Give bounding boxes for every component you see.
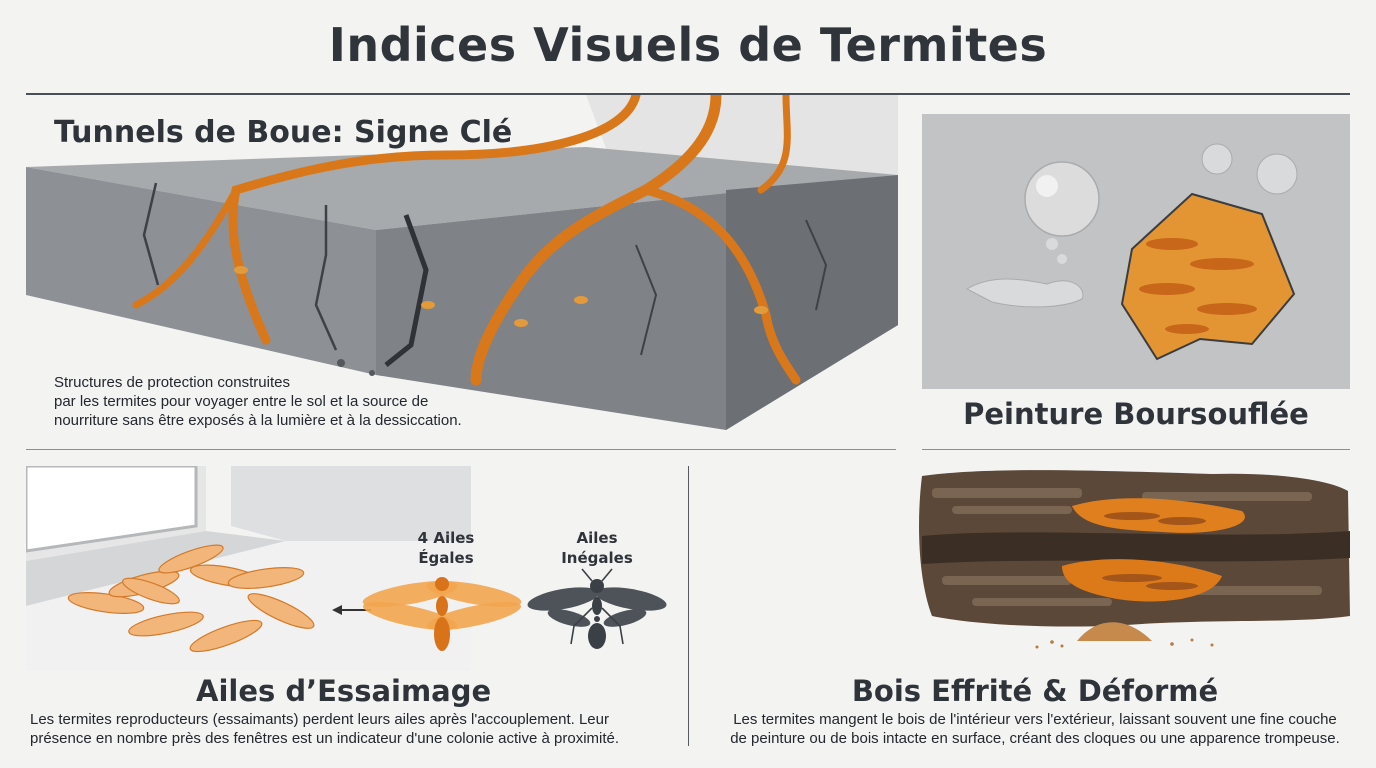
- desc-damaged-wood-line2: de peinture ou de bois intacte en surfac…: [730, 730, 1340, 747]
- desc-damaged-wood: Les termites mangent le bois de l'intéri…: [700, 710, 1370, 748]
- desc-swarm-wings: Les termites reproducteurs (essaimants) …: [30, 710, 680, 748]
- panel-swarm-wings: 4 Ailes Égales Ailes Inégales: [26, 466, 686, 671]
- title-divider: [26, 93, 1350, 95]
- desc-mud-tunnels-line1: Structures de protection construites: [54, 374, 290, 391]
- arrow-left-icon: [332, 605, 371, 615]
- desc-damaged-wood-line1: Les termites mangent le bois de l'intéri…: [733, 711, 1337, 728]
- label-unequal-wings-line1: Ailes: [576, 529, 618, 547]
- label-equal-wings: 4 Ailes Égales: [401, 528, 491, 568]
- heading-swarm-wings: Ailes d’Essaimage: [196, 674, 492, 708]
- label-unequal-wings-line2: Inégales: [561, 549, 633, 567]
- heading-damaged-wood: Bois Effrité & Déformé: [851, 674, 1219, 708]
- desc-mud-tunnels-line3: nourriture sans être exposés à la lumièr…: [54, 412, 462, 429]
- mud-tunnel-illustration: [26, 95, 898, 430]
- panel-damaged-wood: [912, 466, 1352, 656]
- desc-mud-tunnels: Structures de protection construites par…: [54, 373, 534, 430]
- bottom-vertical-divider: [688, 466, 689, 746]
- panel-blistered-paint: [922, 114, 1350, 389]
- left-middle-divider: [26, 449, 896, 450]
- desc-swarm-wings-line2: présence en nombre près des fenêtres est…: [30, 730, 620, 747]
- heading-mud-tunnels: Tunnels de Boue: Signe Clé: [54, 115, 513, 150]
- heading-blistered-paint: Peinture Boursouflée: [963, 397, 1309, 431]
- desc-swarm-wings-line1: Les termites reproducteurs (essaimants) …: [30, 711, 609, 728]
- label-equal-wings-line1: 4 Ailes: [417, 529, 475, 547]
- swarm-wings-illustration: [26, 466, 667, 671]
- page-title: Indices Visuels de Termites: [328, 18, 1048, 72]
- right-middle-divider: [922, 449, 1350, 450]
- ant-illustration: [527, 568, 667, 649]
- label-unequal-wings: Ailes Inégales: [552, 528, 642, 568]
- termite-illustration: [362, 577, 522, 651]
- label-equal-wings-line2: Égales: [418, 549, 474, 567]
- desc-mud-tunnels-line2: par les termites pour voyager entre le s…: [54, 393, 429, 410]
- damaged-wood-illustration: [919, 470, 1350, 649]
- blistered-paint-illustration: [922, 114, 1350, 389]
- panel-mud-tunnels: Tunnels de Boue: Signe Clé Structures de…: [26, 95, 898, 445]
